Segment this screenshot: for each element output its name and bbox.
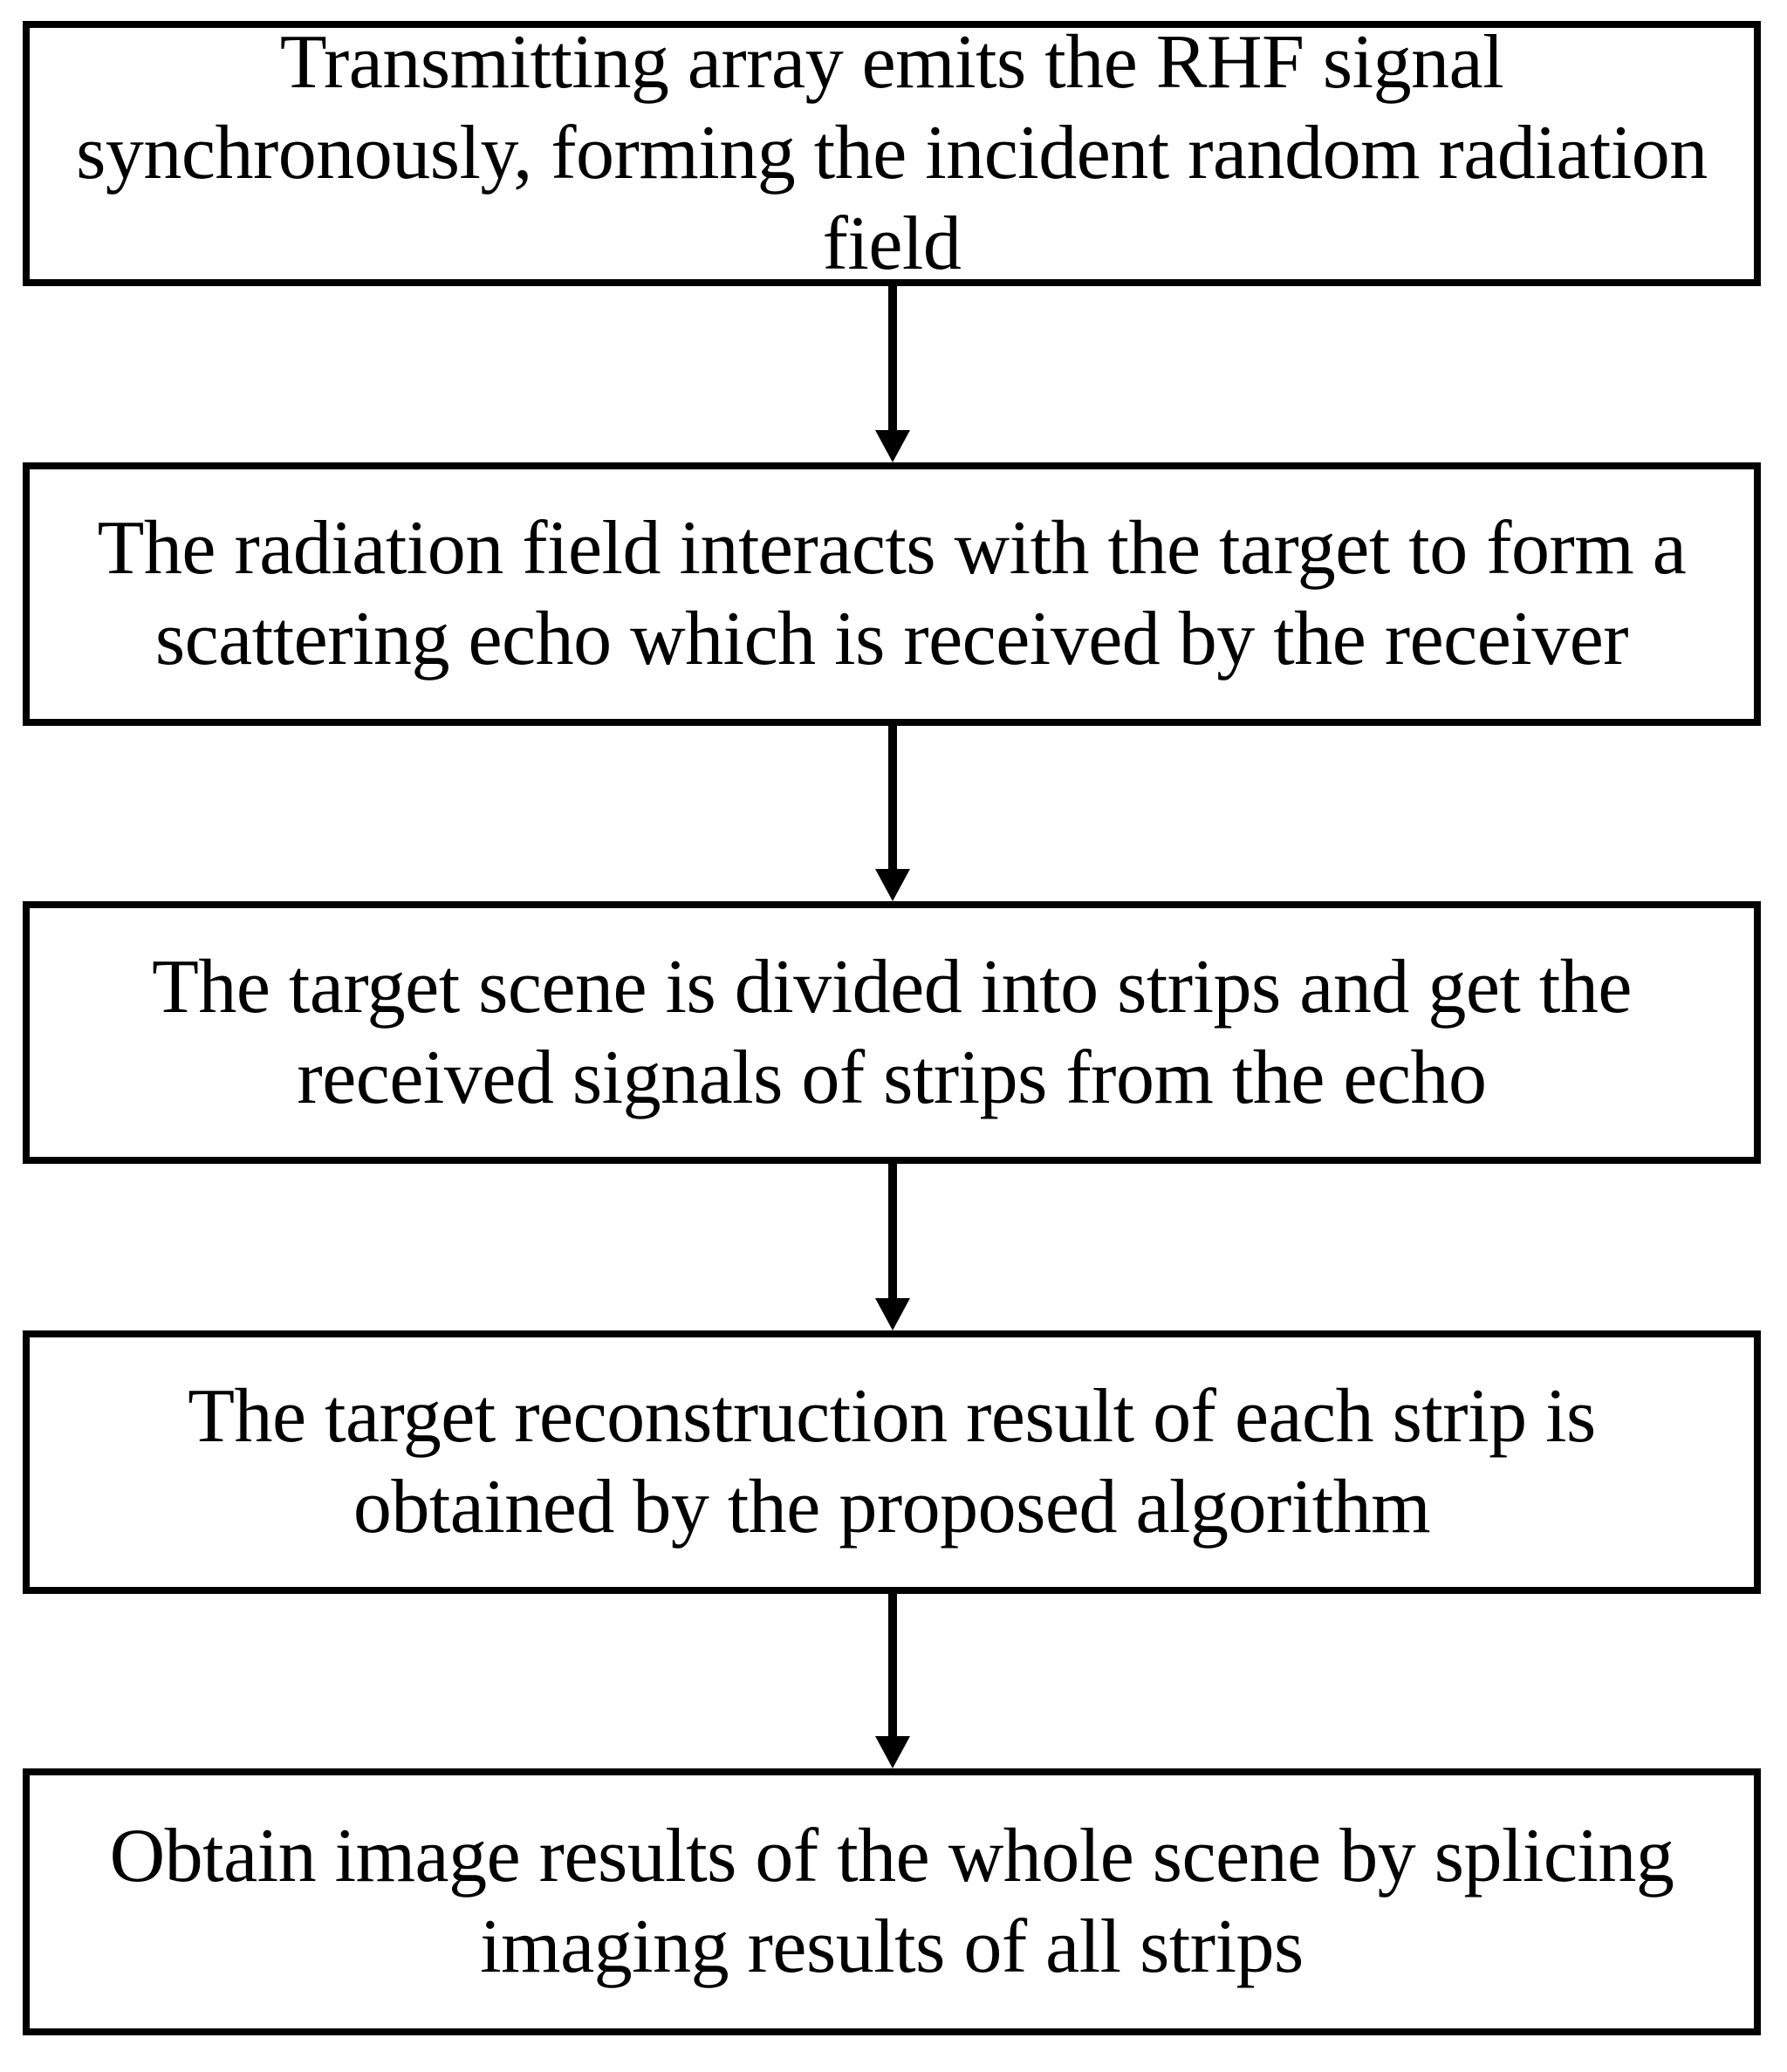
arrow-shaft xyxy=(888,286,897,431)
flowchart-node-4: The target reconstruction result of each… xyxy=(23,1330,1761,1594)
flowchart-node-5: Obtain image results of the whole scene … xyxy=(23,1768,1761,2035)
arrow-shaft xyxy=(888,1164,897,1299)
flowchart-arrow-node4-to-node5 xyxy=(875,1594,910,1768)
arrow-head-down-icon xyxy=(875,430,910,462)
arrow-shaft xyxy=(888,1594,897,1737)
flowchart-node-2: The radiation field interacts with the t… xyxy=(23,462,1761,726)
arrow-shaft xyxy=(888,726,897,870)
flowchart-node-5-label: Obtain image results of the whole scene … xyxy=(109,1814,1674,1989)
flowchart-node-1-label: Transmitting array emits the RHF signal … xyxy=(76,20,1708,286)
flowchart-node-2-label: The radiation field interacts with the t… xyxy=(97,506,1687,681)
flowchart-node-4-label: The target reconstruction result of each… xyxy=(188,1374,1596,1549)
flowchart-arrow-node1-to-node2 xyxy=(875,286,910,462)
flowchart-node-3: The target scene is divided into strips … xyxy=(23,901,1761,1164)
arrow-head-down-icon xyxy=(875,869,910,901)
flowchart-node-3-label: The target scene is divided into strips … xyxy=(152,944,1632,1120)
arrow-head-down-icon xyxy=(875,1298,910,1330)
flowchart-node-1: Transmitting array emits the RHF signal … xyxy=(23,20,1761,286)
flowchart-arrow-node3-to-node4 xyxy=(875,1164,910,1330)
flowchart-arrow-node2-to-node3 xyxy=(875,726,910,901)
arrow-head-down-icon xyxy=(875,1736,910,1768)
